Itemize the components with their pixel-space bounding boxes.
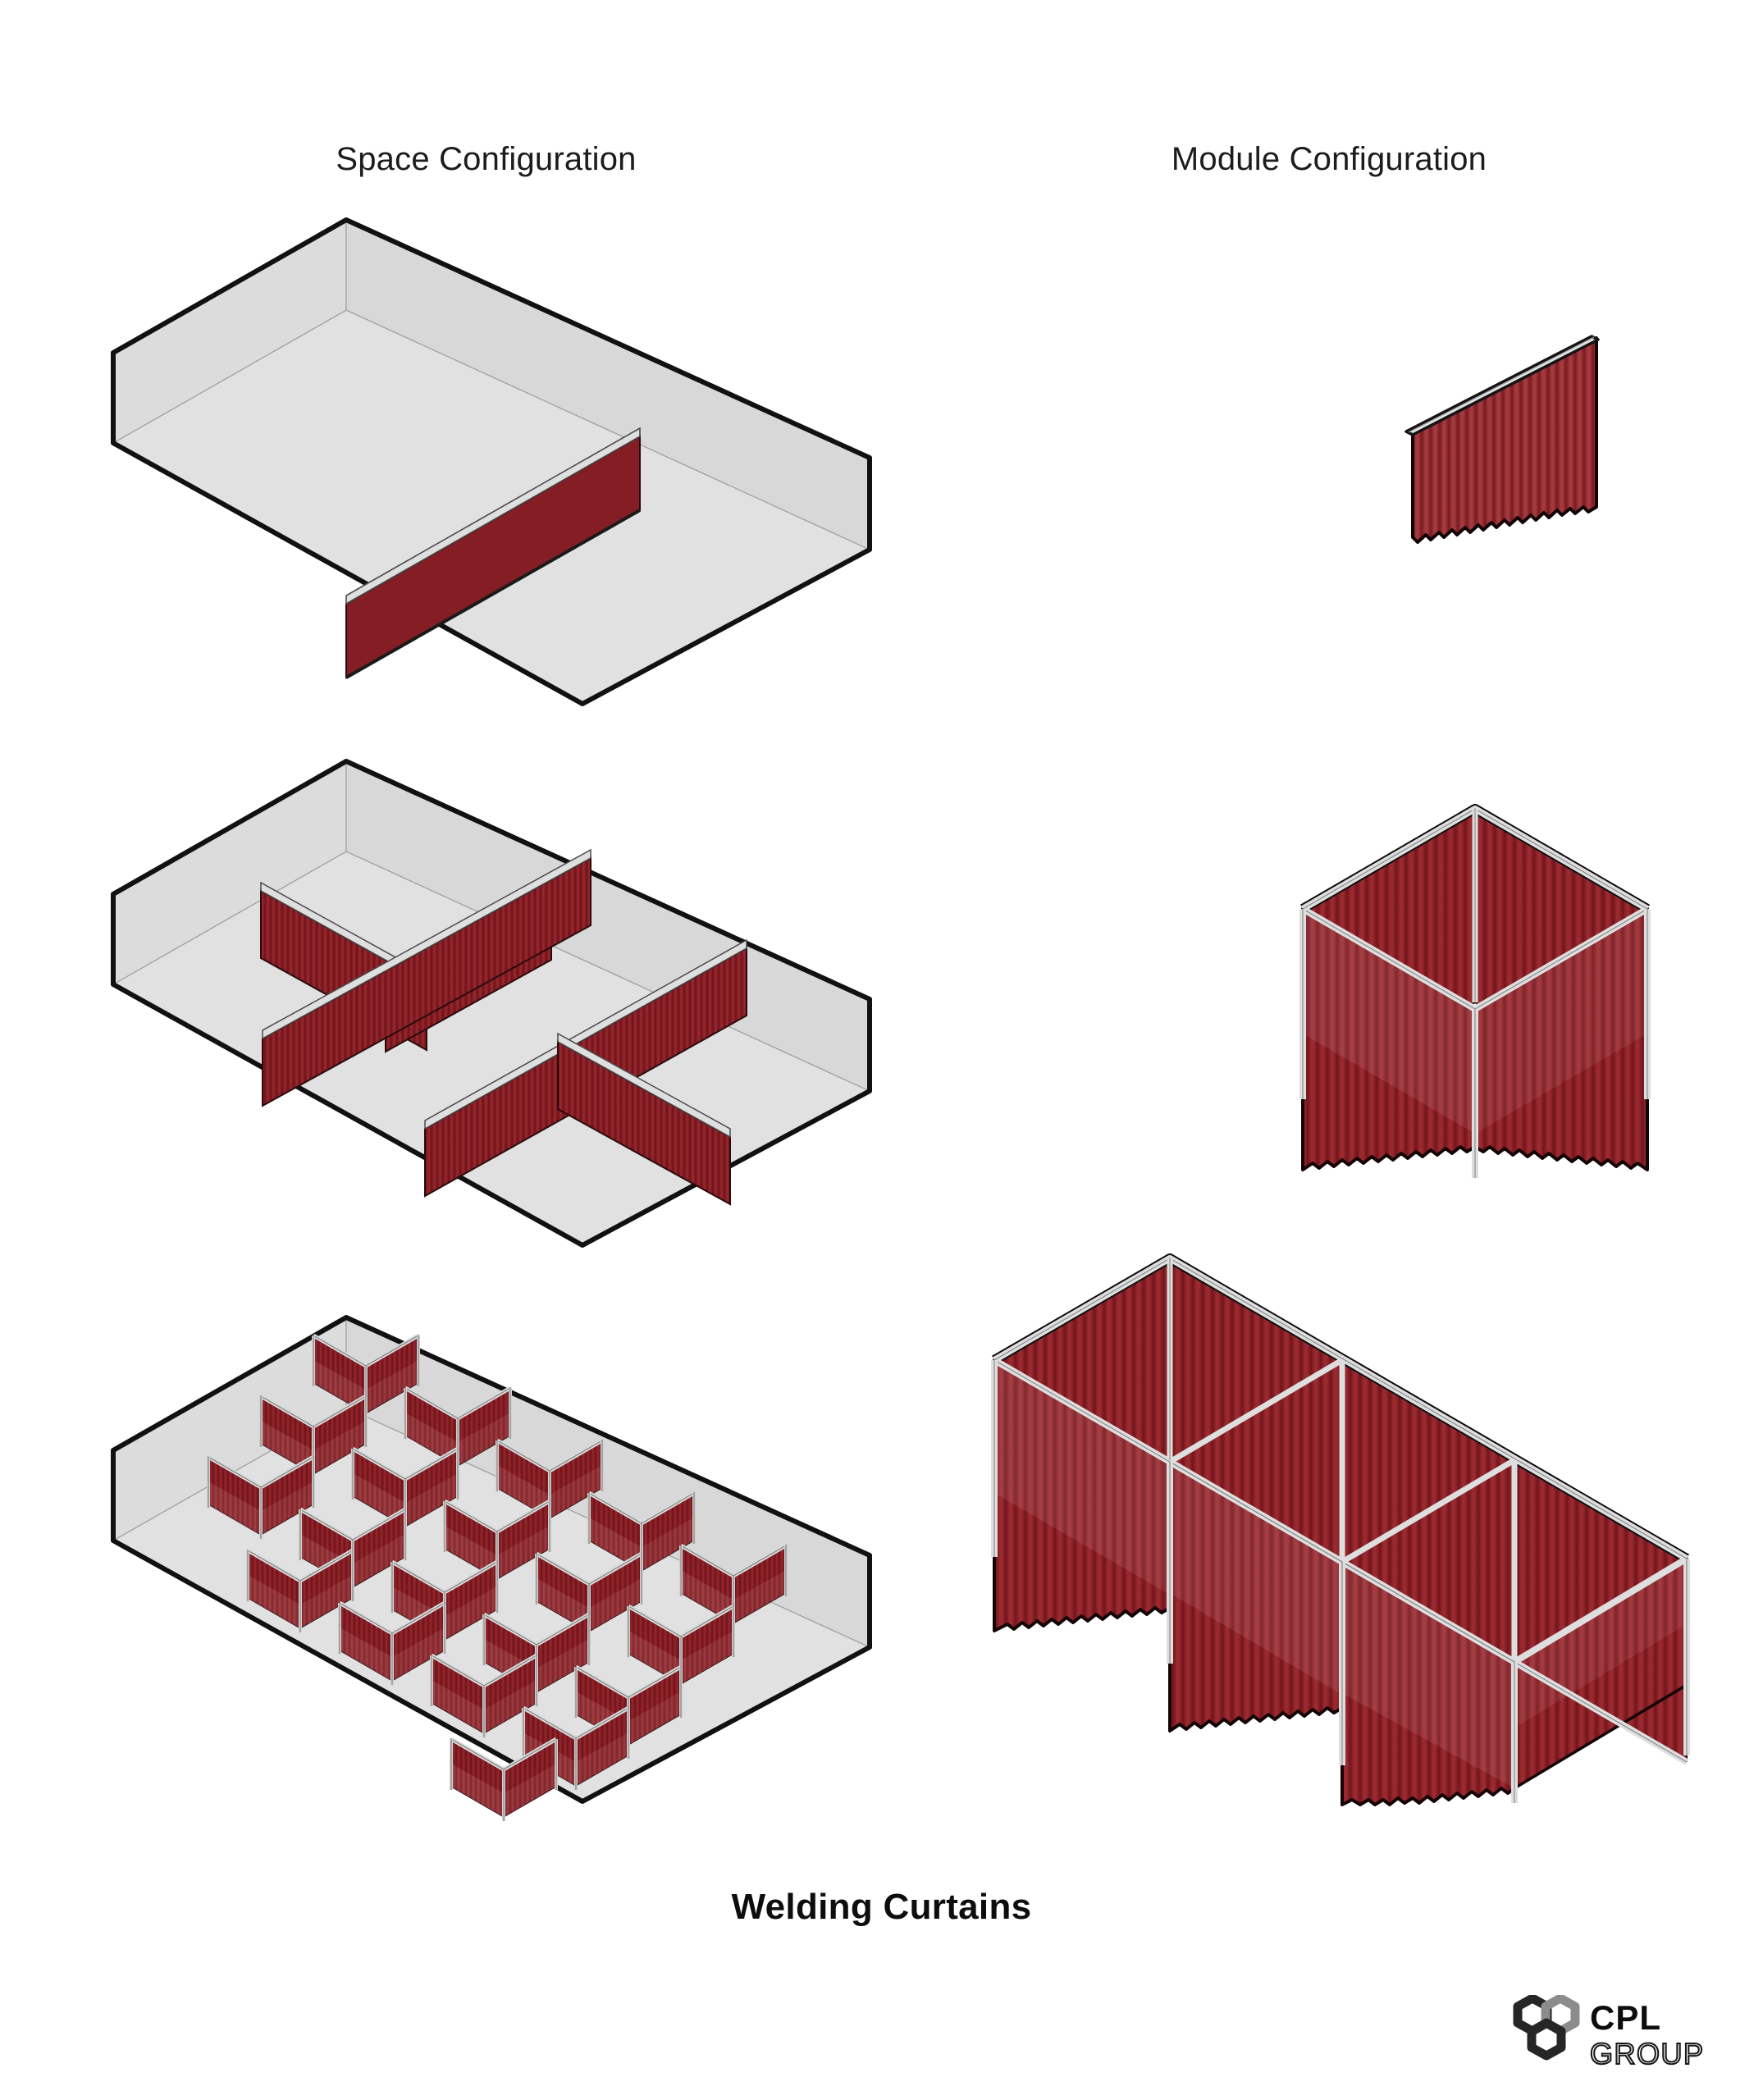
hexagon-cluster-icon (1513, 1993, 1580, 2061)
figure-space-booth-grid (98, 1280, 886, 1854)
rail-highlight (1408, 336, 1595, 433)
space-single-run-drawing (111, 217, 872, 706)
frame-posts (1299, 809, 1651, 1178)
curtain-inner-glow-right (1475, 909, 1647, 1134)
module-single-panel-drawing (1404, 335, 1600, 544)
curtain-rail (262, 848, 591, 1040)
figure-space-single-run (98, 205, 886, 730)
figure-space-cross-runs (98, 738, 886, 1280)
curtain-rail (1404, 335, 1600, 436)
logo-artwork: CPL GROUP (1513, 1993, 1705, 2071)
curtain-run-c (262, 848, 591, 1107)
space-booth-grid-drawing (111, 1315, 872, 1854)
curtain-inner-glow-1 (994, 1360, 1170, 1595)
figure-module-single-booth (1288, 788, 1665, 1181)
figure-module-single-panel (1395, 328, 1723, 640)
curtain-rail (424, 938, 747, 1130)
column-heading-module: Module Configuration (1171, 141, 1487, 177)
curtain-hem (345, 509, 641, 679)
logo-primary-text: CPL (1590, 1998, 1661, 2037)
curtain-inner-glow-left (1303, 909, 1475, 1134)
curtain-rail (557, 1032, 731, 1139)
module-single-booth-drawing (1299, 804, 1651, 1178)
curtain-run-e (557, 1032, 731, 1206)
sheet-caption: Welding Curtains (731, 1887, 1032, 1927)
curtain-panel (1411, 336, 1598, 544)
curtain-inner-glow-2 (1170, 1462, 1342, 1695)
curtain-run (345, 427, 641, 679)
logo-secondary-text: GROUP (1590, 2037, 1705, 2070)
room-outline (111, 1315, 872, 1804)
cpl-group-logo: CPL GROUP (1500, 1993, 1715, 2075)
room-outline (111, 217, 872, 706)
curtain-rail (345, 427, 641, 605)
room-outline (111, 759, 872, 1248)
module-three-bay-drawing (991, 1253, 1690, 1806)
space-cross-runs-drawing (111, 759, 872, 1248)
curtain-inner-glow-3 (1342, 1562, 1514, 1788)
figure-module-three-bay (976, 1214, 1715, 1806)
column-heading-space: Space Configuration (336, 141, 637, 177)
frame-posts (991, 1258, 1690, 1803)
